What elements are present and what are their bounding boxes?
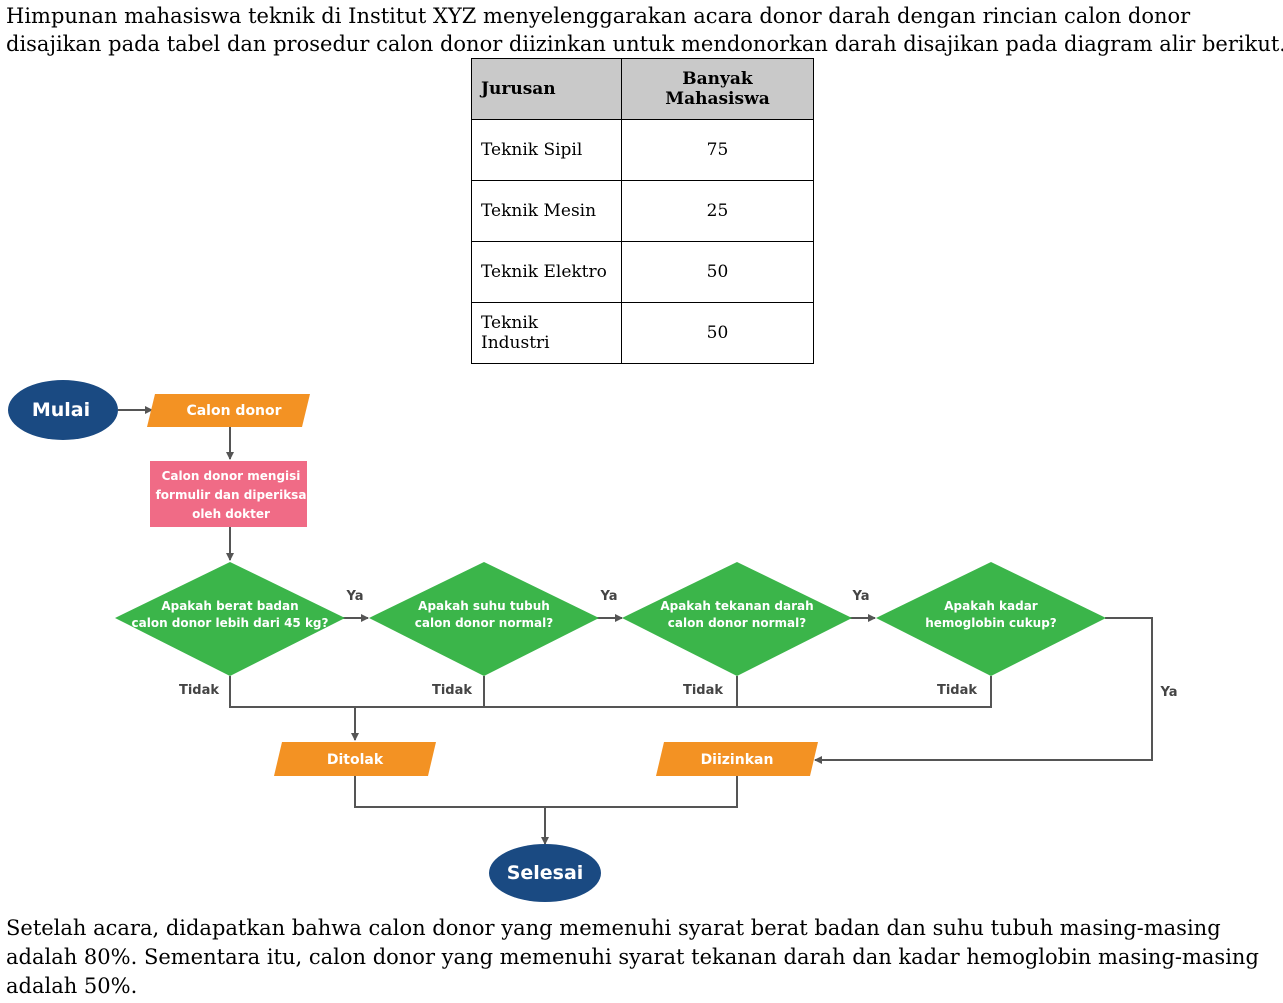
allowed-label: Diizinkan [701, 752, 774, 768]
decision-weight: Apakah berat badan calon donor lebih dar… [115, 562, 345, 676]
no-label: Tidak [937, 683, 977, 698]
cell-jurusan: Teknik Industri [471, 302, 622, 364]
intro-paragraph: Himpunan mahasiswa teknik di Institut XY… [6, 4, 1283, 56]
process-line-1: Calon donor mengisi [162, 469, 301, 483]
yes-label: Ya [852, 589, 870, 604]
start-ellipse [8, 380, 118, 440]
branch-labels: Ya Ya Ya Ya Tidak Tidak Tidak Tidak [179, 589, 1178, 700]
process-form-check: Calon donor mengisi formulir dan diperik… [150, 461, 307, 527]
yes-label: Ya [346, 589, 364, 604]
process-line-3: oleh dokter [192, 507, 270, 521]
allowed-shape [656, 742, 818, 776]
no-label: Tidak [432, 683, 472, 698]
column-header-banyak-mahasiswa: Banyak Mahasiswa [621, 58, 814, 120]
decision-hemoglobin: Apakah kadar hemoglobin cukup? [876, 562, 1106, 676]
connectors [118, 406, 1153, 845]
start-label: Mulai [32, 399, 90, 421]
decision-temperature: Apakah suhu tubuh calon donor normal? [369, 562, 599, 676]
decision-blood-pressure: Apakah tekanan darah calon donor normal? [622, 562, 852, 676]
end-label: Selesai [507, 862, 584, 884]
decision-shape [369, 562, 599, 676]
input-label: Calon donor [186, 403, 281, 419]
table-row: Teknik Sipil 75 [471, 119, 814, 181]
cell-count: 25 [621, 180, 814, 242]
output-allowed: Diizinkan [656, 742, 818, 776]
yes-label: Ya [600, 589, 618, 604]
donor-table: Jurusan Banyak Mahasiswa Teknik Sipil 75… [471, 58, 814, 364]
no-label: Tidak [683, 683, 723, 698]
end-ellipse [489, 844, 601, 902]
rejected-shape [274, 742, 436, 776]
decision-line-1: Apakah berat badan [161, 599, 298, 613]
decision-line-1: Apakah tekanan darah [660, 599, 813, 613]
table-row: Teknik Mesin 25 [471, 180, 814, 242]
process-shape [150, 461, 307, 527]
decision-shape [622, 562, 852, 676]
outro-paragraph: Setelah acara, didapatkan bahwa calon do… [6, 916, 1259, 998]
decision-line-1: Apakah suhu tubuh [418, 599, 550, 613]
cell-count: 50 [621, 241, 814, 303]
output-rejected: Ditolak [274, 742, 436, 776]
table-header-row: Jurusan Banyak Mahasiswa [471, 58, 814, 120]
no-label: Tidak [179, 683, 219, 698]
merge-line [354, 776, 738, 808]
cell-jurusan: Teknik Mesin [471, 180, 622, 242]
column-header-jurusan: Jurusan [471, 58, 622, 120]
decision-line-2: hemoglobin cukup? [925, 616, 1057, 630]
cell-jurusan: Teknik Sipil [471, 119, 622, 181]
decision-shape [115, 562, 345, 676]
arrow-to-allowed [814, 617, 1153, 764]
table-row: Teknik Industri 50 [471, 302, 814, 364]
rejected-label: Ditolak [327, 752, 384, 768]
start-terminal: Mulai [8, 380, 118, 440]
decision-line-2: calon donor normal? [668, 616, 806, 630]
decision-line-2: calon donor normal? [415, 616, 553, 630]
cell-count: 50 [621, 302, 814, 364]
end-terminal: Selesai [489, 844, 601, 902]
no-branch-line [229, 676, 992, 708]
input-shape [147, 394, 310, 427]
process-line-2: formulir dan diperiksa [156, 488, 307, 502]
input-calon-donor: Calon donor [147, 394, 310, 427]
decision-line-2: calon donor lebih dari 45 kg? [132, 616, 329, 630]
decision-line-1: Apakah kadar [944, 599, 1038, 613]
yes-label: Ya [1160, 685, 1178, 700]
decision-shape [876, 562, 1106, 676]
